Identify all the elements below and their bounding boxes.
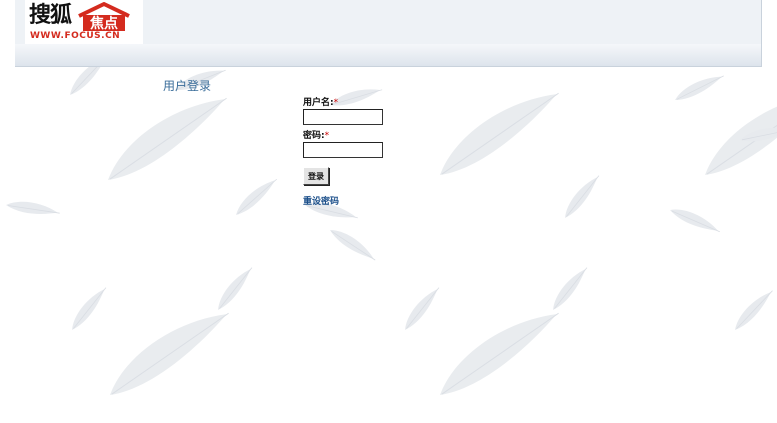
password-input[interactable] [303,142,383,158]
logo-sohu-text: 搜狐 [29,3,72,28]
site-header: 搜狐 焦点 WWW.FOCUS.CN [15,0,762,67]
username-input[interactable] [303,109,383,125]
password-label: 密码:* [303,130,383,142]
reset-password-link[interactable]: 重设密码 [303,197,340,207]
page-title: 用户登录 [163,79,212,93]
login-form: 用户名:* 密码:* 登录 重设密码 [303,97,383,207]
username-label-text: 用户名: [303,98,334,108]
username-label: 用户名:* [303,97,383,109]
logo-house-icon: 焦点 [78,2,130,32]
logo-house-text: 焦点 [89,15,118,32]
login-button[interactable]: 登录 [303,167,329,185]
required-mark: * [333,98,339,108]
focus-logo[interactable]: 搜狐 焦点 WWW.FOCUS.CN [25,0,143,44]
header-band [15,44,761,66]
required-mark: * [324,131,330,141]
logo-url-text: WWW.FOCUS.CN [30,31,121,41]
password-label-text: 密码: [303,131,325,141]
